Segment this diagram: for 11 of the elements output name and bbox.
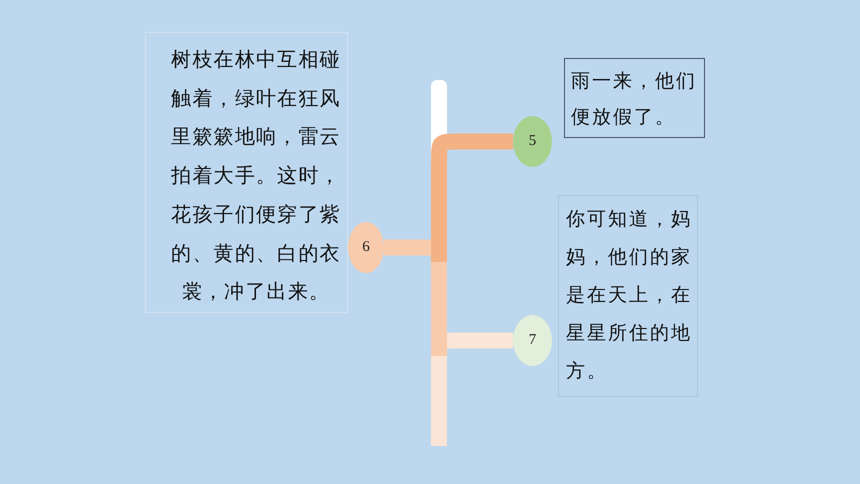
branch-line [431, 134, 513, 262]
passage-text: 你可知道，妈妈，他们的家是在天上，在星星所住的地方。 [566, 207, 693, 384]
number-circle: 6 [348, 222, 384, 273]
text-card [145, 32, 348, 313]
branch-line [382, 240, 447, 356]
number-circle: 5 [513, 116, 552, 167]
passage-text: 雨一来，他们便放假了。 [571, 69, 698, 130]
text-card [564, 58, 705, 138]
number-circle: 7 [513, 315, 552, 366]
passage-text: 树枝在林中互相碰触着，绿叶在狂风里簌簌地响，雷云拍着大手。这时，花孩子们便穿了紫的、黄的、白的衣裳，冲了出来。 [170, 46, 342, 306]
branch-line [431, 332, 513, 446]
